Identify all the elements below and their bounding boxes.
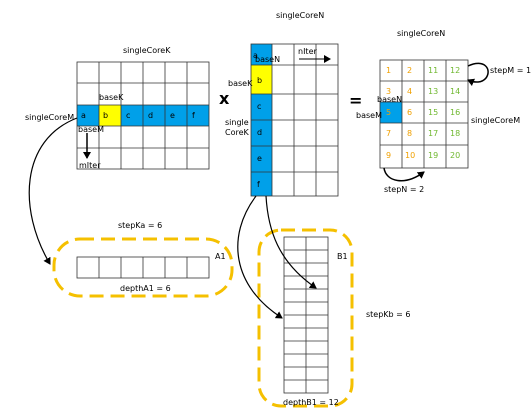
matrix-a-base-k-label: baseK: [99, 93, 124, 102]
matrix-b-single-core-k-label-1: single: [225, 118, 249, 127]
matrix-a-title: singleCoreK: [123, 46, 171, 55]
b-to-b1-right-arrow: [265, 195, 317, 289]
matrix-c-cell: 4: [407, 87, 413, 96]
matrix-a-cell-d-bg: [143, 105, 165, 126]
matrix-a-cell-a: a: [81, 111, 86, 120]
matrix-b-cell-b-bg: [251, 65, 272, 94]
buffer-b1-grid: [283, 236, 329, 394]
matrix-a-cell-c-bg: [121, 105, 143, 126]
matrix-c-cell: 8: [407, 129, 413, 138]
matrix-b-cell-e: e: [257, 154, 262, 163]
matrix-c-cell: 6: [407, 108, 413, 117]
matrix-b-cell-f-bg: [251, 172, 272, 196]
matrix-c-cell: 1: [386, 66, 392, 75]
matrix-c-grid: [379, 59, 469, 169]
matrix-a-cell-c: c: [126, 111, 131, 120]
step-n-label: stepN = 2: [384, 185, 425, 194]
matrix-c-cell: 18: [450, 129, 461, 138]
a-to-a1-arrow: [28, 117, 78, 265]
matrix-a-cell-e-bg: [165, 105, 187, 126]
matrix-c-cell: 13: [428, 87, 439, 96]
matrix-a-grid: [76, 61, 210, 170]
matrix-c: [379, 59, 489, 182]
matrix-c-cell: 20: [450, 151, 461, 160]
matrix-a-cell-b-bg: [99, 105, 121, 126]
matrix-b-base-n-label: baseN: [255, 55, 281, 64]
matrix-c-cell: 16: [450, 108, 461, 117]
matrix-b-title: singleCoreN: [276, 11, 325, 20]
buffer-a1-name: A1: [215, 252, 226, 261]
buffer-b1-name: B1: [337, 252, 348, 261]
matrix-b-cell-d: d: [257, 128, 263, 137]
matrix-a-cell-d: d: [148, 111, 154, 120]
matrix-c-cell: 2: [407, 66, 413, 75]
matrix-c-cell: 17: [428, 129, 439, 138]
b-to-b1-left-arrow: [237, 195, 283, 319]
matrix-b-n-iter-label: nIter: [298, 47, 317, 56]
matrix-c-cell: 19: [428, 151, 439, 160]
buffer-b1: [257, 228, 354, 408]
matrix-b-grid: [250, 43, 339, 197]
matrix-c-base-n-label: baseN: [377, 95, 403, 104]
matrix-c-cell: 12: [450, 66, 461, 75]
matrix-a-highlight-row: [77, 105, 209, 126]
depth-b1-label: depthB1 = 12: [283, 398, 339, 407]
step-kb-label: stepKb = 6: [366, 310, 411, 319]
matrix-c-single-core-m-label: singleCoreM: [471, 116, 521, 125]
buffer-a1: [52, 237, 234, 298]
matrix-b-cell-b: b: [257, 76, 263, 85]
step-ka-label: stepKa = 6: [118, 221, 163, 230]
matrix-c-cell-5-bg: [380, 102, 402, 123]
matrix-a-cell-e: e: [170, 111, 175, 120]
matrix-a-single-core-m-label: singleCoreM: [25, 113, 75, 122]
buffer-b1-dashed-outline: [257, 228, 354, 408]
matrix-b-base-k-label: baseK: [228, 79, 253, 88]
matrix-a-cell-a-bg: [77, 105, 99, 126]
matrix-b-cell-e-bg: [251, 146, 272, 172]
matrix-c-cell: 10: [405, 151, 416, 160]
matrix-c-cell: 14: [450, 87, 461, 96]
matrix-c-cell: 11: [428, 66, 439, 75]
matrix-b-single-core-k-label-2: CoreK: [225, 128, 249, 137]
matrix-b-cell-a-bg: [251, 44, 272, 65]
buffer-a1-grid: [76, 256, 210, 279]
matrix-c-cell: 9: [386, 151, 392, 160]
equals-operator: =: [349, 91, 363, 110]
matrix-b: [250, 43, 339, 197]
times-operator: x: [219, 89, 230, 108]
matrix-c-cell: 7: [386, 129, 392, 138]
matrix-b-cell-a: a: [253, 51, 258, 60]
matrix-b-cell-d-bg: [251, 120, 272, 146]
matrix-a-base-m-label: baseM: [78, 125, 104, 134]
depth-a1-label: depthA1 = 6: [120, 284, 171, 293]
step-n-arrow: [383, 167, 425, 182]
step-m-arrow: [467, 62, 489, 87]
matrix-c-base-m-label: baseM: [356, 111, 382, 120]
matrix-b-cell-f: f: [257, 180, 260, 189]
matrix-a-cell-f-bg: [187, 105, 209, 126]
matrix-c-cell: 5: [386, 108, 392, 117]
matrix-a-m-iter-label: mIter: [79, 161, 101, 170]
buffer-a1-dashed-outline: [52, 237, 234, 298]
matrix-a: [76, 61, 210, 170]
step-m-label: stepM = 1: [490, 66, 531, 75]
matrix-a-cell-f: f: [192, 111, 195, 120]
matrix-b-cell-c-bg: [251, 94, 272, 120]
matrix-a-cell-b: b: [103, 111, 109, 120]
matrix-b-cell-c: c: [257, 102, 262, 111]
matrix-c-cell: 3: [386, 87, 392, 96]
matrix-c-title: singleCoreN: [397, 29, 446, 38]
matrix-c-cell: 15: [428, 108, 439, 117]
